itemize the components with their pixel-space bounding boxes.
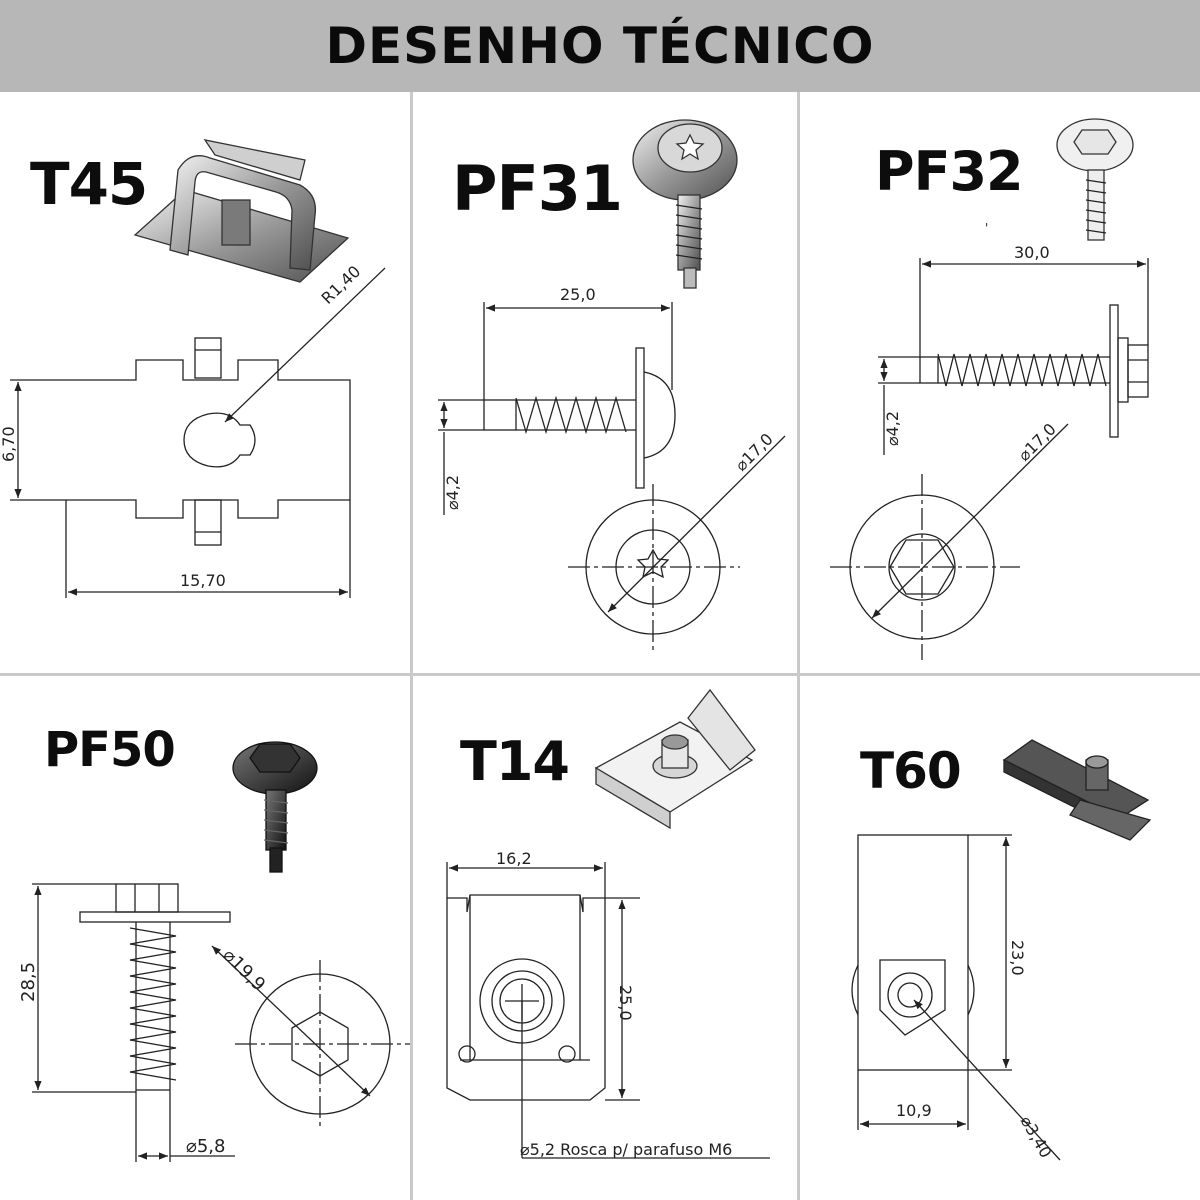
part-code-pf32: PF32 xyxy=(875,140,1024,203)
t45-dim-width: 15,70 xyxy=(180,571,226,590)
t14-dim-width: 16,2 xyxy=(496,849,532,868)
t45-dim-radius: R1,40 xyxy=(318,262,365,308)
pf32-top-view xyxy=(830,423,1069,660)
pf32-3d-screw xyxy=(1056,118,1134,241)
divider-row xyxy=(0,673,1200,676)
t14-front-view xyxy=(446,862,770,1159)
pf50-dim-shank: ⌀5,8 xyxy=(186,1136,225,1157)
pf31-3d-screw xyxy=(632,119,738,289)
pf32-dim-length: 30,0 xyxy=(1014,243,1050,262)
pf32-dim-shank: ⌀4,2 xyxy=(883,411,902,446)
t60-dim-width: 10,9 xyxy=(896,1101,932,1120)
header-banner xyxy=(0,0,1200,92)
t60-3d-clip xyxy=(1002,739,1152,841)
t14-dim-height: 25,0 xyxy=(616,985,635,1021)
pf32-dim-diameter: ⌀17,0 xyxy=(1014,419,1059,464)
part-code-t60: T60 xyxy=(860,742,962,800)
pf50-top-view xyxy=(211,945,410,1128)
pf32-side-view xyxy=(878,258,1149,455)
t60-front-view xyxy=(851,834,1061,1161)
pf50-side-view xyxy=(32,883,235,1162)
pf31-dim-shank: ⌀4,2 xyxy=(443,475,462,510)
t60-dim-height: 23,0 xyxy=(1008,940,1027,976)
part-code-t14: T14 xyxy=(460,730,570,793)
t14-dim-note: ⌀5,2 Rosca p/ parafuso M6 xyxy=(520,1140,732,1159)
t14-3d-clip xyxy=(594,688,756,830)
divider-col-2 xyxy=(797,92,800,1200)
t45-3d-clip xyxy=(133,139,350,283)
pf31-dim-diameter: ⌀17,0 xyxy=(731,429,776,474)
page-title: DESENHO TÉCNICO xyxy=(325,17,875,75)
t45-dim-height: 6,70 xyxy=(0,426,18,462)
part-code-pf31: PF31 xyxy=(452,152,623,225)
t60-dim-hole: ⌀3,40 xyxy=(1017,1113,1056,1162)
pf31-side-view xyxy=(438,302,676,515)
part-code-pf50: PF50 xyxy=(44,722,176,778)
pf32-dim-mark: ' xyxy=(985,221,988,235)
part-code-t45: T45 xyxy=(30,150,148,218)
pf50-dim-length: 28,5 xyxy=(18,962,39,1002)
pf31-top-view xyxy=(568,435,786,652)
divider-col-1 xyxy=(410,92,413,1200)
pf50-3d-screw xyxy=(232,741,318,873)
pf31-dim-length: 25,0 xyxy=(560,285,596,304)
t45-front-view xyxy=(10,267,386,598)
pf50-dim-diameter: ⌀19,9 xyxy=(218,945,269,996)
